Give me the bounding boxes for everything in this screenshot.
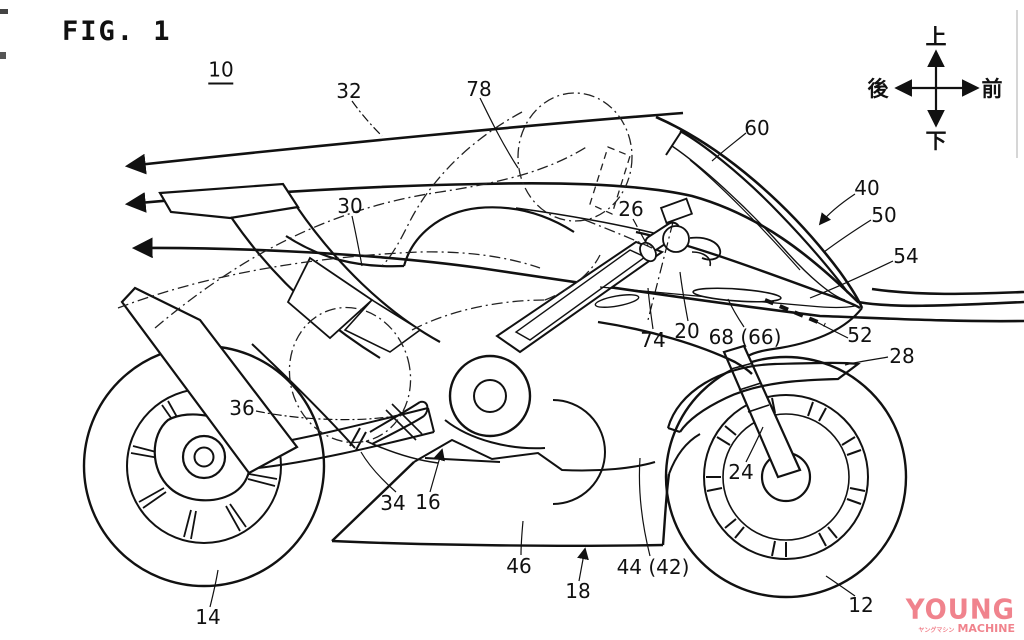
front-rim-slots: [706, 397, 866, 557]
compass-rear-label: 後: [867, 77, 889, 101]
display-unit: [589, 146, 631, 215]
streamline-top: [124, 111, 684, 175]
leader-lines: [209, 97, 894, 608]
rider-arm: [584, 219, 653, 249]
rider-head: [517, 92, 633, 222]
figure-title: FIG. 1: [62, 16, 172, 47]
compass-front-label: 前: [981, 77, 1003, 101]
windscreen-outer: [655, 115, 864, 309]
cowl-vent-slot: [692, 287, 782, 303]
tank-hump: [402, 206, 575, 267]
compass-down-label: 下: [925, 129, 947, 153]
seat-line: [285, 235, 405, 268]
watermark-kana: ヤングマシン: [918, 627, 955, 634]
engine: [349, 354, 606, 505]
compass-arrows: [894, 49, 980, 128]
bold-dashed-edge: [764, 298, 826, 327]
front-wheel: [664, 355, 908, 599]
belly-pan: [331, 433, 701, 547]
rider-back: [381, 111, 523, 267]
streamline-nose-exit: [871, 287, 1024, 296]
seat-and-tank: [285, 206, 666, 268]
front-fender: [666, 361, 861, 434]
watermark-word: YOUNG: [905, 594, 1015, 626]
compass-up-label: 上: [925, 25, 947, 49]
young-machine-watermark: YOUNG ヤングマシン MACHINE: [903, 594, 1015, 635]
streamline-middle: [124, 182, 1024, 308]
cowl-lower-edge: [597, 320, 753, 375]
tail-bodywork: [120, 182, 441, 475]
front-fork: [722, 344, 802, 479]
rider-knee: [288, 306, 412, 444]
handlebar: [639, 197, 722, 321]
fairing-phantom: [117, 145, 589, 329]
underseat-panel: [286, 256, 374, 340]
tail-cowl: [158, 182, 300, 220]
scan-artifacts: [0, 9, 1018, 158]
watermark-word2: MACHINE: [957, 622, 1015, 635]
nose-cowl: [594, 115, 864, 375]
side-panel: [120, 286, 299, 475]
footpeg-assembly: [349, 400, 439, 464]
